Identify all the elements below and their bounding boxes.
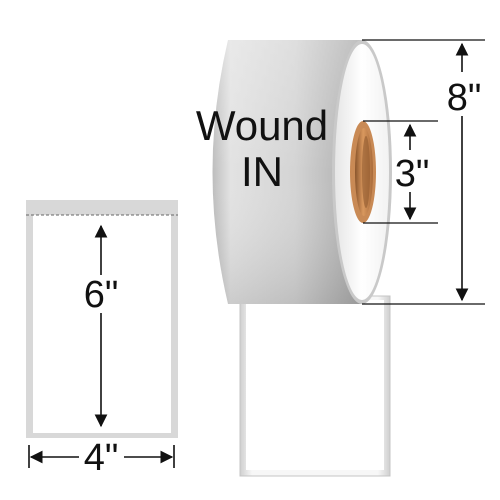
label-width-text: 4" — [84, 437, 119, 479]
label-roll — [212, 40, 392, 304]
strip-label — [246, 300, 384, 470]
core-diameter-text: 3" — [395, 153, 430, 195]
label-face — [33, 215, 171, 433]
roll-title-line1: Wound — [196, 102, 328, 149]
outer-diameter-text: 8" — [447, 77, 482, 119]
label-height-mask — [84, 275, 118, 313]
unwound-label-strip — [239, 295, 391, 477]
single-label — [26, 200, 178, 438]
label-height-text: 6" — [84, 274, 119, 316]
core-diameter-mask — [395, 150, 431, 192]
core-hole — [362, 136, 370, 208]
outer-diameter-mask — [440, 72, 486, 116]
roll-title-line2: IN — [241, 148, 283, 195]
